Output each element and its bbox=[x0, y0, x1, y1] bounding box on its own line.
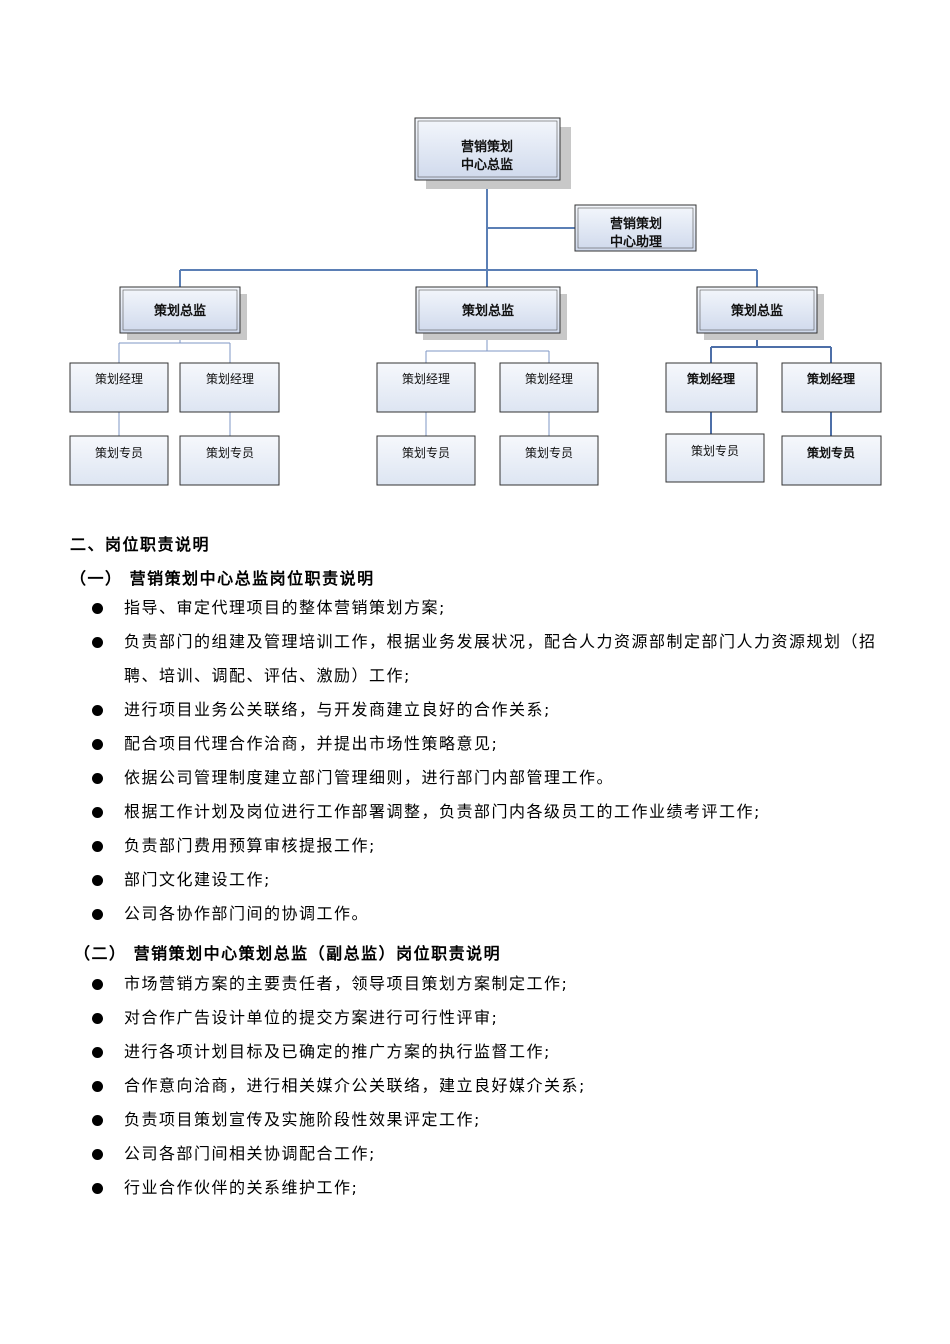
director-line-2: 中心总监 bbox=[461, 157, 513, 173]
org-box-specialist-2b: 策划专员 bbox=[499, 435, 599, 486]
bullet-icon bbox=[92, 705, 103, 716]
list-item-text: 对合作广告设计单位的提交方案进行可行性评审; bbox=[124, 1008, 499, 1027]
list-item: 进行项目业务公关联络，与开发商建立良好的合作关系; bbox=[0, 693, 904, 727]
svg-text:策划经理: 策划经理 bbox=[687, 371, 735, 386]
list-item-text: 负责部门费用预算审核提报工作; bbox=[124, 836, 376, 855]
bullet-icon bbox=[92, 773, 103, 784]
list-item-text: 负责部门的组建及管理培训工作，根据业务发展状况，配合人力资源部制定部门人力资源规… bbox=[124, 632, 877, 685]
org-box-manager-1b: 策划经理 bbox=[179, 362, 280, 413]
org-box-head-2: 策划总监 bbox=[415, 286, 567, 340]
section-title: 二、岗位职责说明 bbox=[70, 535, 211, 554]
svg-text:策划专员: 策划专员 bbox=[206, 445, 254, 460]
svg-text:策划经理: 策划经理 bbox=[206, 372, 254, 386]
list-item: 负责部门费用预算审核提报工作; bbox=[0, 829, 904, 863]
org-box-head-1: 策划总监 bbox=[119, 286, 247, 340]
assistant-line-2: 中心助理 bbox=[610, 234, 662, 250]
bullet-icon bbox=[92, 637, 103, 648]
org-box-manager-2a: 策划经理 bbox=[376, 362, 476, 413]
list-item-text: 公司各部门间相关协调配合工作; bbox=[124, 1144, 376, 1163]
list-item: 负责部门的组建及管理培训工作，根据业务发展状况，配合人力资源部制定部门人力资源规… bbox=[0, 625, 904, 693]
svg-text:策划经理: 策划经理 bbox=[525, 372, 573, 386]
org-box-director: 营销策划 中心总监 bbox=[414, 117, 571, 189]
org-box-manager-1a: 策划经理 bbox=[69, 362, 169, 413]
list-item: 对合作广告设计单位的提交方案进行可行性评审; bbox=[0, 1001, 904, 1035]
head-1-label: 策划总监 bbox=[154, 303, 206, 319]
list-item-text: 负责项目策划宣传及实施阶段性效果评定工作; bbox=[124, 1110, 481, 1129]
org-box-specialist-2a: 策划专员 bbox=[376, 435, 476, 486]
head-3-label: 策划总监 bbox=[731, 303, 783, 319]
list-item: 依据公司管理制度建立部门管理细则，进行部门内部管理工作。 bbox=[0, 761, 904, 795]
list-item-text: 进行各项计划目标及已确定的推广方案的执行监督工作; bbox=[124, 1042, 551, 1061]
org-box-head-3: 策划总监 bbox=[696, 286, 824, 340]
list-item-text: 公司各协作部门间的协调工作。 bbox=[124, 904, 370, 923]
svg-text:策划经理: 策划经理 bbox=[402, 372, 450, 386]
list-item: 进行各项计划目标及已确定的推广方案的执行监督工作; bbox=[0, 1035, 904, 1069]
org-chart: 营销策划 中心总监 营销策划 中心助理 策划总监 策划总监 策划总监 策划经理 … bbox=[69, 117, 882, 486]
bullet-icon bbox=[92, 603, 103, 614]
part-1-title: （一） 营销策划中心总监岗位职责说明 bbox=[70, 569, 375, 588]
assistant-line-1: 营销策划 bbox=[610, 216, 662, 232]
list-item: 公司各协作部门间的协调工作。 bbox=[0, 897, 904, 931]
bullet-icon bbox=[92, 841, 103, 852]
svg-text:策划专员: 策划专员 bbox=[402, 445, 450, 460]
bullet-icon bbox=[92, 1183, 103, 1194]
org-box-manager-3a: 策划经理 bbox=[665, 362, 758, 413]
list-item-text: 进行项目业务公关联络，与开发商建立良好的合作关系; bbox=[124, 700, 551, 719]
bullet-icon bbox=[92, 739, 103, 750]
svg-text:策划专员: 策划专员 bbox=[691, 443, 739, 458]
head-2-label: 策划总监 bbox=[462, 303, 514, 319]
bullet-icon bbox=[92, 1047, 103, 1058]
svg-text:策划经理: 策划经理 bbox=[95, 372, 143, 386]
list-item-text: 合作意向洽商，进行相关媒介公关联络，建立良好媒介关系; bbox=[124, 1076, 586, 1095]
org-box-specialist-1a: 策划专员 bbox=[69, 435, 169, 486]
list-item: 市场营销方案的主要责任者，领导项目策划方案制定工作; bbox=[0, 967, 904, 1001]
part-2-list: 市场营销方案的主要责任者，领导项目策划方案制定工作; 对合作广告设计单位的提交方案… bbox=[0, 967, 950, 1205]
svg-text:策划专员: 策划专员 bbox=[525, 445, 573, 460]
list-item: 合作意向洽商，进行相关媒介公关联络，建立良好媒介关系; bbox=[0, 1069, 904, 1103]
list-item: 部门文化建设工作; bbox=[0, 863, 904, 897]
bullet-icon bbox=[92, 979, 103, 990]
bullet-icon bbox=[92, 1115, 103, 1126]
bullet-icon bbox=[92, 1081, 103, 1092]
bullet-icon bbox=[92, 807, 103, 818]
org-box-specialist-1b: 策划专员 bbox=[179, 435, 280, 486]
list-item: 负责项目策划宣传及实施阶段性效果评定工作; bbox=[0, 1103, 904, 1137]
list-item-text: 部门文化建设工作; bbox=[124, 870, 271, 889]
list-item-text: 根据工作计划及岗位进行工作部署调整，负责部门内各级员工的工作业绩考评工作; bbox=[124, 802, 761, 821]
bullet-icon bbox=[92, 1149, 103, 1160]
svg-text:策划经理: 策划经理 bbox=[807, 371, 855, 386]
list-item-text: 行业合作伙伴的关系维护工作; bbox=[124, 1178, 359, 1197]
svg-text:策划专员: 策划专员 bbox=[95, 445, 143, 460]
org-box-manager-2b: 策划经理 bbox=[499, 362, 599, 413]
org-box-specialist-3a: 策划专员 bbox=[665, 433, 765, 483]
list-item-text: 市场营销方案的主要责任者，领导项目策划方案制定工作; bbox=[124, 974, 569, 993]
list-item: 配合项目代理合作洽商，并提出市场性策略意见; bbox=[0, 727, 904, 761]
director-line-1: 营销策划 bbox=[461, 139, 513, 155]
list-item: 根据工作计划及岗位进行工作部署调整，负责部门内各级员工的工作业绩考评工作; bbox=[0, 795, 904, 829]
bullet-icon bbox=[92, 875, 103, 886]
org-box-assistant: 营销策划 中心助理 bbox=[574, 204, 697, 252]
list-item: 公司各部门间相关协调配合工作; bbox=[0, 1137, 904, 1171]
bullet-icon bbox=[92, 909, 103, 920]
list-item-text: 配合项目代理合作洽商，并提出市场性策略意见; bbox=[124, 734, 499, 753]
bullet-icon bbox=[92, 1013, 103, 1024]
org-box-manager-3b: 策划经理 bbox=[781, 362, 882, 413]
org-connectors bbox=[179, 180, 758, 287]
list-item-text: 依据公司管理制度建立部门管理细则，进行部门内部管理工作。 bbox=[124, 768, 615, 787]
svg-text:策划专员: 策划专员 bbox=[807, 445, 855, 460]
list-item: 指导、审定代理项目的整体营销策划方案; bbox=[0, 591, 904, 625]
part-1-list: 指导、审定代理项目的整体营销策划方案; 负责部门的组建及管理培训工作，根据业务发展… bbox=[0, 591, 950, 931]
part-2-title: （二） 营销策划中心策划总监（副总监）岗位职责说明 bbox=[74, 944, 502, 963]
list-item-text: 指导、审定代理项目的整体营销策划方案; bbox=[124, 598, 446, 617]
list-item: 行业合作伙伴的关系维护工作; bbox=[0, 1171, 904, 1205]
org-box-specialist-3b: 策划专员 bbox=[781, 435, 882, 486]
